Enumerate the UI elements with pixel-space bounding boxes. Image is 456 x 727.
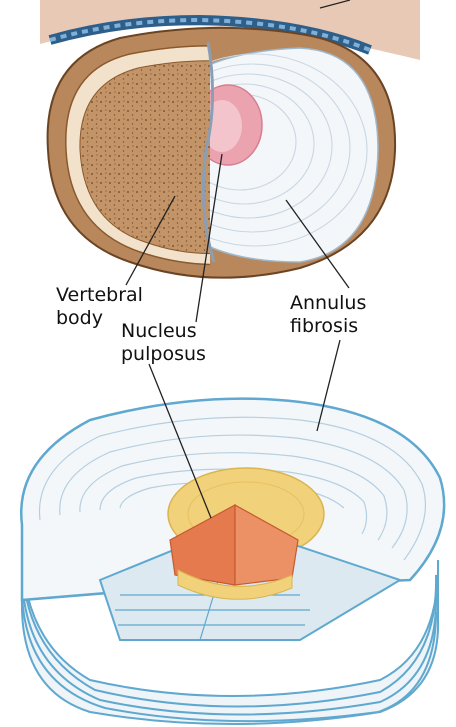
top-cross-section xyxy=(40,0,420,278)
label-nucleus-pulposus-line2: pulposus xyxy=(121,343,206,366)
label-annulus-fibrosis: Annulus fibrosis xyxy=(290,292,366,338)
label-vertebral-body-line1: Vertebral xyxy=(56,284,143,307)
label-nucleus-pulposus-line1: Nucleus xyxy=(121,320,206,343)
label-annulus-fibrosis-line2: fibrosis xyxy=(290,315,366,338)
disc-3d-cutaway xyxy=(21,399,444,724)
label-nucleus-pulposus: Nucleus pulposus xyxy=(121,320,206,366)
label-annulus-fibrosis-line1: Annulus xyxy=(290,292,366,315)
